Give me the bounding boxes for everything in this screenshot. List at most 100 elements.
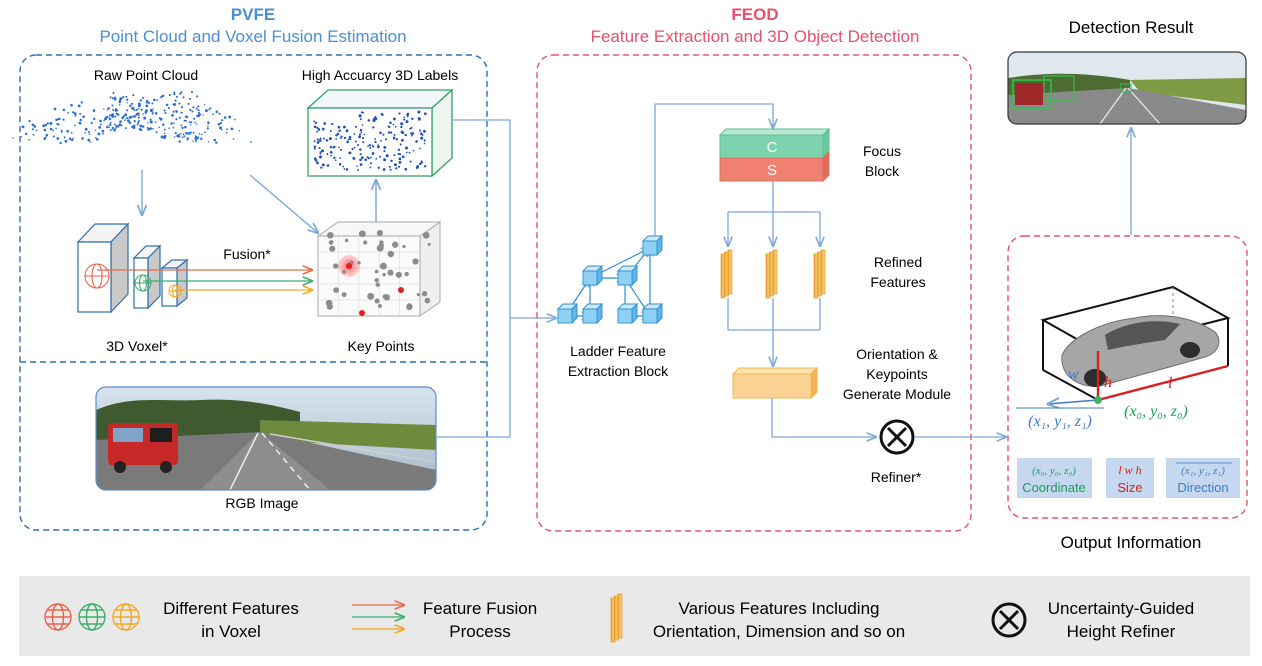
label-point: [352, 156, 356, 160]
cloud-point: [188, 121, 191, 124]
label-point: [362, 141, 365, 144]
label-point: [326, 164, 330, 167]
label-point: [335, 138, 337, 140]
label-point: [367, 145, 369, 147]
key-point: [357, 261, 361, 265]
label-point: [318, 139, 322, 142]
label-point: [423, 165, 427, 168]
legend-various-line2: Orientation, Dimension and so on: [653, 622, 905, 641]
cloud-point: [124, 127, 127, 130]
cloud-point: [72, 137, 74, 140]
label-point: [329, 130, 332, 132]
label-point: [316, 130, 319, 133]
key-point-highlight: [398, 287, 404, 293]
label-point: [339, 157, 342, 159]
label-point: [323, 122, 327, 125]
cloud-point: [45, 133, 49, 137]
cloud-point: [136, 123, 139, 126]
cloud-point: [78, 121, 82, 125]
cloud-point: [158, 126, 161, 129]
label-point: [313, 147, 316, 150]
label-point: [392, 123, 395, 126]
direction-arrow: [1048, 400, 1099, 404]
label-point: [395, 138, 399, 141]
cloud-point: [32, 133, 35, 136]
cloud-point: [168, 127, 170, 130]
cloud-point: [156, 99, 158, 101]
cloud-point: [172, 126, 175, 129]
cloud-point: [114, 96, 117, 99]
label-point: [313, 120, 316, 123]
cloud-point: [87, 138, 91, 142]
key-point: [382, 273, 386, 277]
label-point: [339, 129, 342, 132]
label-point: [319, 155, 322, 159]
label-point: [343, 168, 346, 170]
cloud-point: [173, 136, 176, 138]
cloud-point: [43, 137, 46, 140]
cloud-point: [219, 126, 222, 130]
cloud-point: [142, 113, 145, 115]
label-point: [411, 117, 414, 121]
label-point: [316, 138, 319, 141]
cloud-point: [196, 95, 199, 98]
key-point: [374, 269, 379, 274]
key-points-label: Key Points: [348, 338, 415, 354]
cloud-point: [152, 127, 154, 130]
cloud-point: [120, 97, 123, 100]
raw-point-cloud-label: Raw Point Cloud: [94, 67, 198, 83]
label-point: [330, 154, 332, 157]
label-point: [404, 133, 407, 137]
cloud-point: [133, 109, 136, 112]
label-point: [369, 146, 372, 149]
label-point: [397, 152, 400, 156]
label-point: [340, 148, 343, 151]
cloud-point: [167, 107, 170, 109]
cloud-point: [122, 96, 125, 98]
cloud-point: [43, 128, 47, 132]
cloud-point: [113, 129, 116, 132]
label-point: [329, 145, 333, 149]
cloud-point: [42, 124, 46, 128]
label-point: [401, 155, 405, 159]
label-point: [339, 137, 342, 140]
cloud-point: [192, 140, 194, 142]
label-point: [355, 125, 358, 128]
feod-title: Feature Extraction and 3D Object Detecti…: [591, 27, 920, 46]
cloud-point: [52, 129, 54, 132]
cloud-point: [108, 116, 110, 118]
cloud-point: [74, 114, 77, 117]
cloud-point: [71, 111, 75, 114]
cloud-point: [183, 119, 186, 122]
label-point: [409, 160, 412, 163]
cloud-point: [179, 92, 182, 95]
cloud-point: [92, 109, 96, 112]
label-point: [358, 114, 362, 118]
rgb-image: [95, 386, 437, 491]
coordinate-label: Coordinate: [1022, 480, 1086, 495]
key-point: [383, 294, 390, 301]
label-point: [410, 126, 413, 129]
cloud-point: [149, 121, 151, 124]
label-point: [392, 137, 396, 140]
feod-frame: [536, 54, 972, 532]
key-point: [421, 290, 428, 297]
cloud-point: [115, 126, 117, 129]
ladder-cube: [617, 308, 633, 324]
label-point: [401, 131, 405, 135]
ladder-feature-block: [556, 234, 664, 325]
label-point: [395, 167, 398, 170]
label-point: [382, 168, 386, 171]
cloud-point: [149, 127, 152, 130]
cloud-point: [232, 138, 235, 140]
cloud-point: [215, 141, 218, 144]
cloud-point: [113, 123, 116, 126]
label-point: [314, 121, 318, 125]
cloud-point: [223, 116, 227, 119]
label-point: [388, 165, 391, 168]
focus-c-label: C: [767, 139, 778, 156]
label-point: [358, 133, 361, 136]
label-point: [393, 133, 396, 136]
refined-label-line1: Refined: [874, 254, 922, 270]
label-point: [372, 126, 375, 129]
